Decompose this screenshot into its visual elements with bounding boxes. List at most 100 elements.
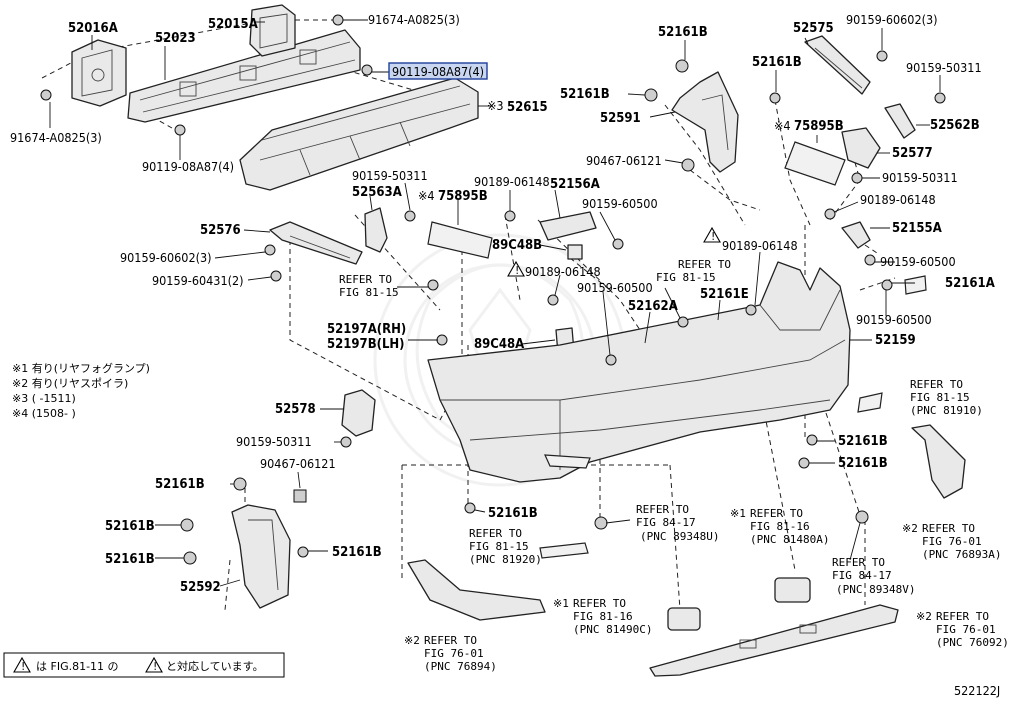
ref-81480a-line3: (PNC 81480A) (750, 533, 829, 546)
svg-text:!: ! (20, 661, 26, 673)
label-90159-60431: 90159-60431(2) (152, 273, 244, 288)
label-90159-60500-a: 90159-60500 (582, 196, 658, 211)
bracket-52562B (884, 103, 916, 139)
ref-81490c-mark: ※1 (553, 597, 569, 610)
reflector-81920 (539, 542, 589, 559)
label-52159: 52159 (875, 333, 916, 348)
label-90467-a: 90467-06121 (586, 153, 662, 168)
label-52155A: 52155A (892, 221, 942, 236)
label-52162A: 52162A (628, 299, 678, 314)
bracket-52016A (71, 39, 127, 107)
label-52161B-j: 52161B (332, 545, 382, 560)
label-52577: 52577 (892, 146, 933, 161)
legend-text-pre: は FIG.81-11 の (36, 660, 119, 673)
notes-block: ※1 有り(リヤフォグランプ) ※2 有り(リヤスポイラ) ※3 ( -1511… (12, 361, 150, 420)
label-52161B-b: 52161B (560, 87, 610, 102)
label-90159-50311-b: 90159-50311 (882, 170, 958, 185)
ref-81490c-line3: (PNC 81490C) (573, 623, 652, 636)
label-52197B: 52197B(LH) (327, 337, 405, 352)
retainer-52563A (364, 207, 388, 253)
ref-76894-line2: FIG 76-01 (424, 647, 484, 660)
label-90159-50311-c: 90159-50311 (352, 168, 428, 183)
label-90189-c: 90189-06148 (722, 238, 798, 253)
label-90189-b: 90189-06148 (860, 192, 936, 207)
warning-triangle-a (703, 226, 721, 243)
label-52591: 52591 (600, 111, 641, 126)
label-89C48A: 89C48A (474, 337, 524, 352)
label-90119-lower: 90119-08A87(4) (142, 159, 234, 174)
retainer-52156A (539, 211, 597, 241)
ref-76092-line2: FIG 76-01 (936, 623, 996, 636)
fog-lamp-81480A (774, 577, 811, 603)
ref-89348v-line3: (PNC 89348V) (836, 583, 915, 596)
ref-81910-line1: REFER TO (910, 378, 963, 391)
spacer-75895B-left (427, 221, 493, 259)
note-3: ※3 ( -1511) (12, 392, 76, 405)
label-52563A: 52563A (352, 185, 402, 200)
svg-text:!: ! (514, 265, 520, 277)
ref-76092-mark: ※2 (916, 610, 932, 623)
label-90189-d: 90189-06148 (525, 264, 601, 279)
label-52592: 52592 (180, 580, 221, 595)
label-52575: 52575 (793, 21, 834, 36)
label-90159-50311-a: 90159-50311 (906, 60, 982, 75)
label-90159-60500-d: 90159-60500 (856, 312, 932, 327)
note-2: ※2 有り(リヤスポイラ) (12, 376, 128, 390)
ref-81910-line2: FIG 81-15 (910, 391, 970, 404)
label-52197A: 52197A(RH) (327, 322, 406, 337)
label-91674-left: 91674-A0825(3) (10, 130, 102, 145)
label-52615-mark: ※3 (487, 98, 504, 113)
label-90159-50311-d: 90159-50311 (236, 434, 312, 449)
fasteners (40, 14, 946, 565)
ref-76092-line1: REFER TO (936, 610, 989, 623)
reinforcement-beam-52023 (127, 29, 361, 123)
ref-76893a-line1: REFER TO (922, 522, 975, 535)
ref-89348v-line2: FIG 84-17 (832, 569, 892, 582)
label-52161B-i: 52161B (105, 552, 155, 567)
ref-89348u-line2: FIG 84-17 (636, 516, 696, 529)
label-75895B-a: 75895B (794, 119, 844, 134)
ref-76894-mark: ※2 (404, 634, 420, 647)
label-52161B-c: 52161B (752, 55, 802, 70)
part-labels: 52016A 52015A 91674-A0825(3) 52023 90119… (10, 12, 995, 595)
bracket-52015A (249, 4, 296, 57)
label-90159-60500-b: 90159-60500 (880, 254, 956, 269)
garnish-76893A (911, 424, 966, 499)
ref-81480a-line1: REFER TO (750, 507, 803, 520)
bracket-52578 (341, 389, 376, 437)
label-52576: 52576 (200, 223, 241, 238)
ref-81480a-mark: ※1 (730, 507, 746, 520)
label-90159-60602-left: 90159-60602(3) (120, 250, 212, 265)
bumper-cover-52159 (427, 261, 883, 483)
leader-lines (49, 19, 941, 587)
legend-text-post: と対応しています。 (166, 659, 264, 673)
side-stay-52591 (671, 71, 739, 173)
side-stay-52592 (231, 504, 291, 609)
fog-lamp-81490C (667, 607, 701, 631)
label-90467-b: 90467-06121 (260, 456, 336, 471)
label-75895B-b-mark: ※4 (418, 188, 435, 203)
warning-icon-legend-b (145, 656, 163, 673)
ref-81490c-line2: FIG 81-16 (573, 610, 633, 623)
diagram-code: 522122J (954, 683, 1000, 698)
ref-fig81-15-a-line1: REFER TO (339, 273, 392, 286)
note-1: ※1 有り(リヤフォグランプ) (12, 361, 150, 375)
diffuser-right (649, 604, 899, 677)
ref-81920-line1: REFER TO (469, 527, 522, 540)
ref-81920-line2: FIG 81-15 (469, 540, 529, 553)
highlight-90119-08A87 (388, 62, 488, 80)
pad-52161A (904, 275, 927, 295)
sensor-89C48B (567, 244, 583, 260)
warning-triangle-b (507, 260, 525, 277)
label-90159-60602-top: 90159-60602(3) (846, 12, 938, 27)
label-52161B-a: 52161B (658, 25, 708, 40)
warning-icon-legend-a (13, 656, 31, 673)
reference-callouts: REFER TO FIG 81-15 REFER TO FIG 81-15 RE… (339, 258, 1009, 673)
label-52161B-e: 52161B (838, 456, 888, 471)
label-52015A: 52015A (208, 17, 258, 32)
label-90159-60500-c: 90159-60500 (577, 280, 653, 295)
note-4: ※4 (1508- ) (12, 407, 76, 420)
diffuser-left (407, 559, 546, 621)
ref-81920-line3: (PNC 81920) (469, 553, 542, 566)
